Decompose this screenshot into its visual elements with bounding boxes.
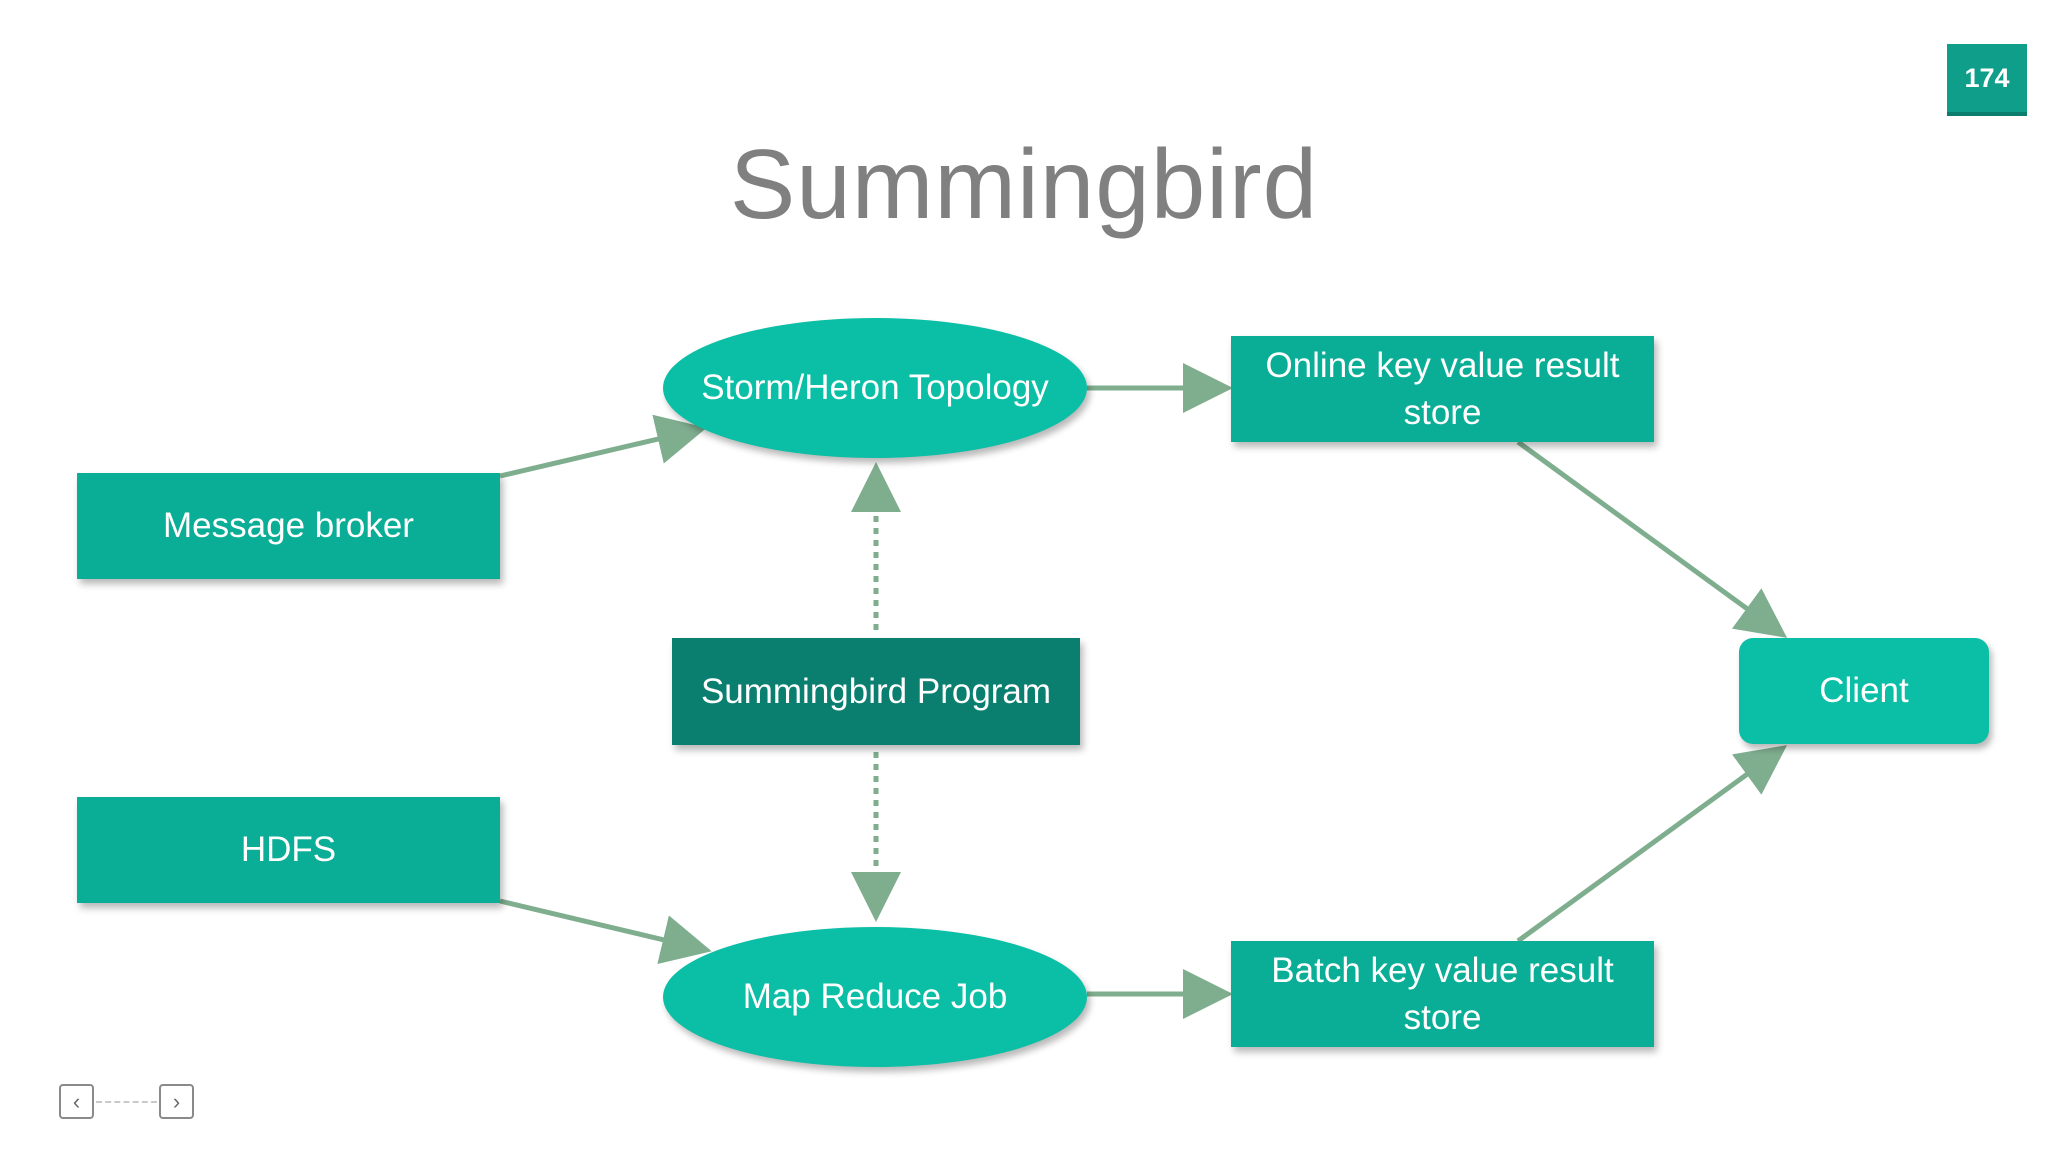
edge-batch-to-client: [1516, 745, 1788, 944]
node-label: HDFS: [240, 830, 337, 870]
navigation-track: [96, 1101, 157, 1103]
chevron-right-icon: ›: [172, 1088, 181, 1114]
edge-message-to-storm: [499, 414, 707, 479]
node-label: Map Reduce Job: [742, 977, 1008, 1017]
node-batch-store: Batch key value result store: [1231, 941, 1654, 1047]
previous-slide-button[interactable]: ‹: [59, 1084, 94, 1119]
page-number: 174: [1964, 62, 2010, 93]
node-label: Storm/Heron Topology: [701, 368, 1049, 408]
node-hdfs: HDFS: [77, 797, 500, 903]
node-label: Client: [1819, 671, 1909, 711]
edge-hdfs-to-mapreduce: [499, 898, 712, 965]
node-storm-heron-topology: Storm/Heron Topology: [663, 318, 1087, 458]
node-message-broker: Message broker: [77, 473, 500, 579]
edge-online-to-client: [1516, 439, 1788, 638]
node-label: Online key value result store: [1265, 345, 1620, 432]
chevron-left-icon: ‹: [72, 1088, 81, 1114]
next-slide-button[interactable]: ›: [159, 1084, 194, 1119]
node-online-store: Online key value result store: [1231, 336, 1654, 442]
page-number-badge: 174: [1947, 44, 2027, 116]
node-client: Client: [1739, 638, 1989, 744]
node-label: Summingbird Program: [700, 671, 1052, 711]
slide-title: Summingbird: [729, 129, 1319, 239]
node-summingbird-program: Summingbird Program: [672, 638, 1080, 745]
node-label: Message broker: [163, 506, 414, 546]
node-map-reduce-job: Map Reduce Job: [663, 927, 1087, 1067]
node-label: Batch key value result store: [1271, 950, 1614, 1037]
